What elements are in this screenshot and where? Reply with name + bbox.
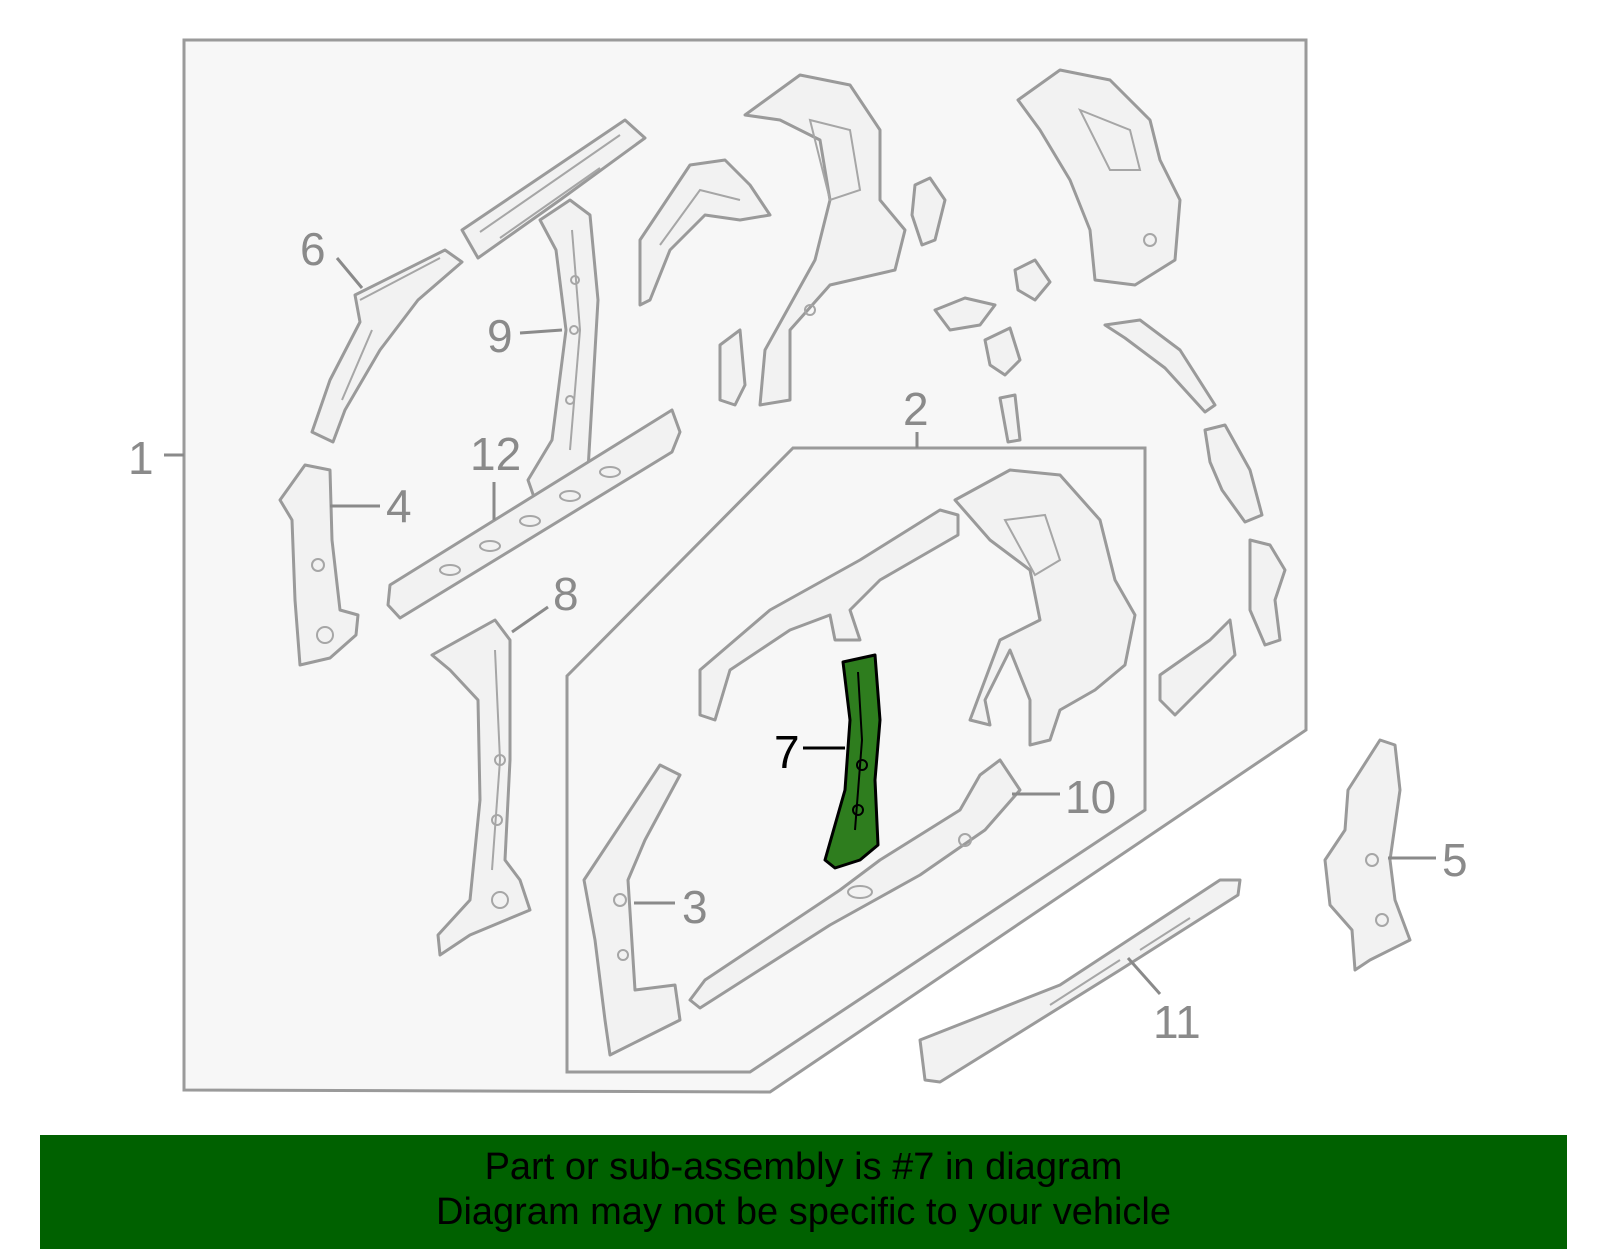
callout-3: 3 — [682, 881, 708, 933]
part-small-bracket-b — [910, 176, 947, 247]
part-rear-rail-upper — [1103, 318, 1217, 414]
part-quarter-outer — [953, 468, 1137, 747]
part-quarter-inner-rear — [743, 73, 907, 407]
callout-12: 12 — [470, 428, 521, 480]
banner-line-part: Part or sub-assembly is #7 in diagram — [484, 1146, 1123, 1188]
leader-9 — [519, 328, 563, 335]
part-small-bracket-e — [983, 326, 1022, 377]
part-small-bracket-c — [1013, 258, 1052, 302]
callout-10: 10 — [1065, 771, 1116, 823]
callout-7[interactable]: 7 — [774, 726, 800, 778]
callout-11: 11 — [1153, 996, 1201, 1048]
part-6-a-pillar-upper — [310, 248, 464, 444]
callout-1: 1 — [128, 432, 154, 484]
callout-9: 9 — [487, 310, 513, 362]
part-small-bracket-d — [933, 296, 997, 332]
part-small-bracket-f — [998, 393, 1022, 444]
callout-8: 8 — [553, 568, 579, 620]
part-wheelhouse-front — [638, 158, 772, 307]
leader-6 — [335, 257, 364, 289]
part-roof-rail — [460, 118, 647, 260]
part-11-rocker-inner — [918, 878, 1242, 1084]
leader-11 — [1126, 957, 1162, 995]
callout-2: 2 — [903, 383, 929, 435]
part-3-a-pillar-outer — [582, 763, 682, 1057]
callout-5: 5 — [1442, 834, 1468, 886]
part-10-rocker-outer — [688, 758, 1022, 1010]
part-8-b-pillar-outer — [430, 618, 532, 957]
part-rear-bracket-1 — [1203, 423, 1264, 524]
banner-line-disclaimer: Diagram may not be specific to your vehi… — [436, 1191, 1171, 1233]
part-rear-bracket-2 — [1248, 538, 1287, 647]
part-5-pillar-reinforcement — [1323, 738, 1412, 972]
part-rear-bracket-3 — [1158, 618, 1237, 717]
callout-4: 4 — [386, 480, 412, 532]
leader-8 — [511, 605, 549, 634]
part-12-sill-inner — [386, 408, 682, 620]
info-banner: Part or sub-assembly is #7 in diagram Di… — [40, 1135, 1567, 1249]
part-4-a-pillar-lower — [278, 463, 360, 667]
part-7-highlighted[interactable] — [823, 653, 882, 870]
part-quarter-inner-right — [1016, 68, 1182, 287]
part-roof-rail-outer — [698, 508, 960, 722]
part-small-bracket-a — [718, 328, 747, 407]
callout-6: 6 — [300, 223, 326, 275]
